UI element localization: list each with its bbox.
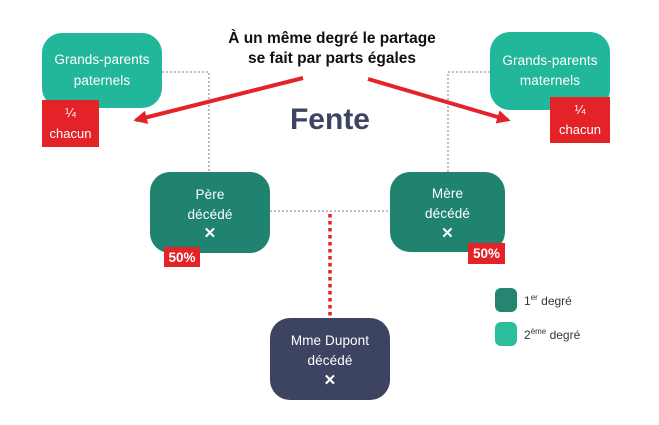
legend-label: 2ème degré [524,327,580,342]
connector-paternal-to-father [162,71,210,172]
legend-label-base: 1 [524,293,531,308]
deceased-cross-icon: ✕ [323,371,337,389]
connector-maternal-to-mother [447,71,490,172]
annotation-line-2: se fait par parts égales [248,50,416,67]
legend-swatch-first-degree [495,288,517,312]
badge-percent: 50% [168,249,196,265]
deceased-cross-icon: ✕ [441,224,454,242]
node-label-line-2: décédé [307,353,353,369]
node-label-line-1: Grands-parents [502,52,598,68]
legend-item-second-degree: 2ème degré [495,322,580,346]
legend-item-first-degree: 1er degré [495,288,572,312]
legend-swatch-second-degree [495,322,517,346]
badge-fraction: ¼ [574,101,586,117]
node-label-line-1: Mme Dupont [290,333,370,348]
legend-label-base: 2 [524,327,531,342]
node-label-line-2: décédé [187,206,233,222]
node-mother: Mère décédé ✕ [390,172,505,252]
legend-label-rest: degré [546,327,581,342]
legend-label: 1er degré [524,293,572,308]
node-label-line-2: maternels [519,73,581,88]
node-label-line-1: Grands-parents [54,52,150,68]
legend-label-sup: er [530,292,538,302]
node-label-line-2: décédé [425,206,470,222]
share-badge-maternal: ¼ chacun [550,97,610,143]
badge-fraction: ¼ [65,105,76,121]
badge-percent: 50% [472,246,501,261]
legend-label-rest: degré [537,293,572,308]
node-grandparents-paternal: Grands-parents paternels [42,33,162,108]
share-badge-mother: 50% [468,243,505,264]
node-grandparents-maternal: Grands-parents maternels [490,32,610,110]
badge-caption: chacun [559,122,601,137]
node-label-line-1: Mère [431,186,464,201]
annotation-line-1: À un même degré le partage [228,30,436,47]
node-father: Père décédé ✕ [150,172,270,253]
node-label-line-2: paternels [73,72,131,88]
share-badge-paternal: ¼ chacun [42,100,99,147]
legend-label-sup: ème [530,326,547,336]
share-badge-father: 50% [164,247,200,267]
node-deceased-subject: Mme Dupont décédé ✕ [270,318,390,400]
badge-caption: chacun [49,125,92,141]
page-title: Fente [289,103,370,136]
node-label-line-1: Père [195,186,225,202]
equal-shares-annotation: À un même degré le partage se fait par p… [180,29,484,69]
deceased-cross-icon: ✕ [203,225,217,242]
